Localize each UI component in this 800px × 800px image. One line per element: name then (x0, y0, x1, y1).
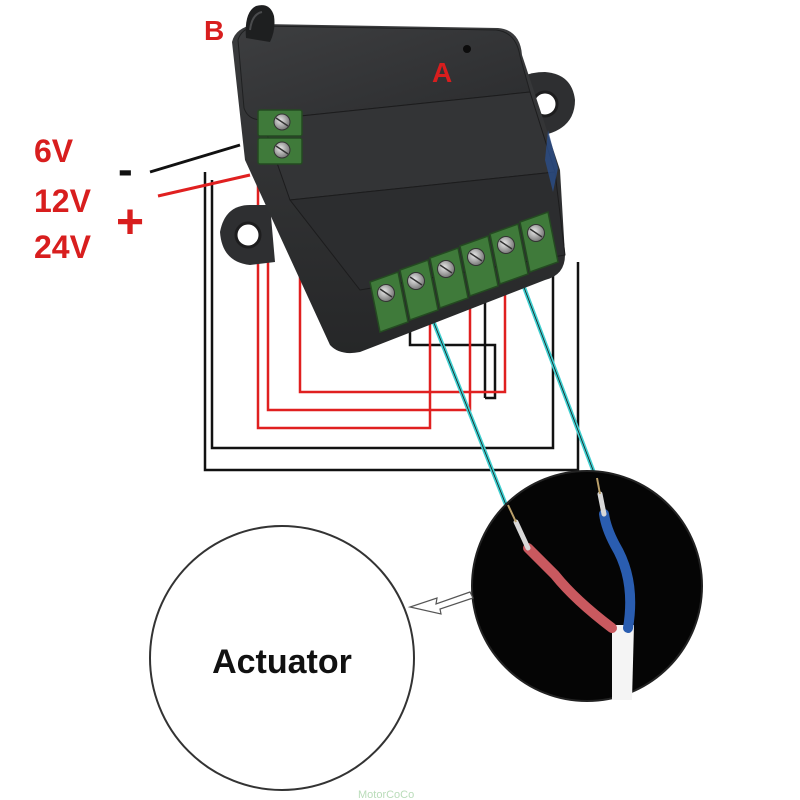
wire-red-loop-1 (266, 178, 472, 412)
antenna-label: B (204, 15, 224, 46)
output-terminal-3 (429, 247, 469, 309)
antenna-icon (245, 5, 275, 43)
voltage-12v-label: 12V (34, 183, 92, 219)
output-terminal-6 (519, 211, 559, 273)
output-terminal-2 (399, 259, 439, 321)
output-terminal-strip (369, 211, 559, 333)
wire-red-link (298, 182, 507, 394)
minus-sign: - (118, 145, 133, 194)
wire-black-negative (149, 143, 241, 174)
power-terminal-block (257, 109, 303, 165)
arrow-left-icon (407, 591, 474, 615)
power-terminal-negative (257, 109, 303, 137)
wire-red-positive (157, 173, 251, 198)
indicator-led (463, 45, 471, 53)
wire-cyan-1-core (431, 317, 507, 506)
wire-cyan-2-core (521, 281, 597, 479)
controller-module (220, 5, 575, 354)
watermark: MotorCoCo (358, 789, 414, 800)
wires (149, 143, 598, 506)
actuator-node: Actuator (149, 525, 415, 791)
output-terminal-4 (459, 235, 499, 297)
voltage-24v-label: 24V (34, 229, 92, 265)
wire-black-loop-2 (203, 172, 580, 472)
plus-sign: + (116, 196, 144, 249)
actuator-label: Actuator (212, 643, 352, 681)
wire-black-link (408, 325, 497, 400)
output-terminal-5 (489, 223, 529, 285)
wire-red-loop-2 (256, 178, 432, 430)
indicator-label: A (432, 57, 452, 88)
lead-closeup (471, 470, 703, 702)
power-terminal-positive (257, 137, 303, 165)
voltage-6v-label: 6V (34, 133, 74, 169)
mounting-ear-left (220, 205, 275, 265)
output-terminal-1 (369, 271, 409, 333)
